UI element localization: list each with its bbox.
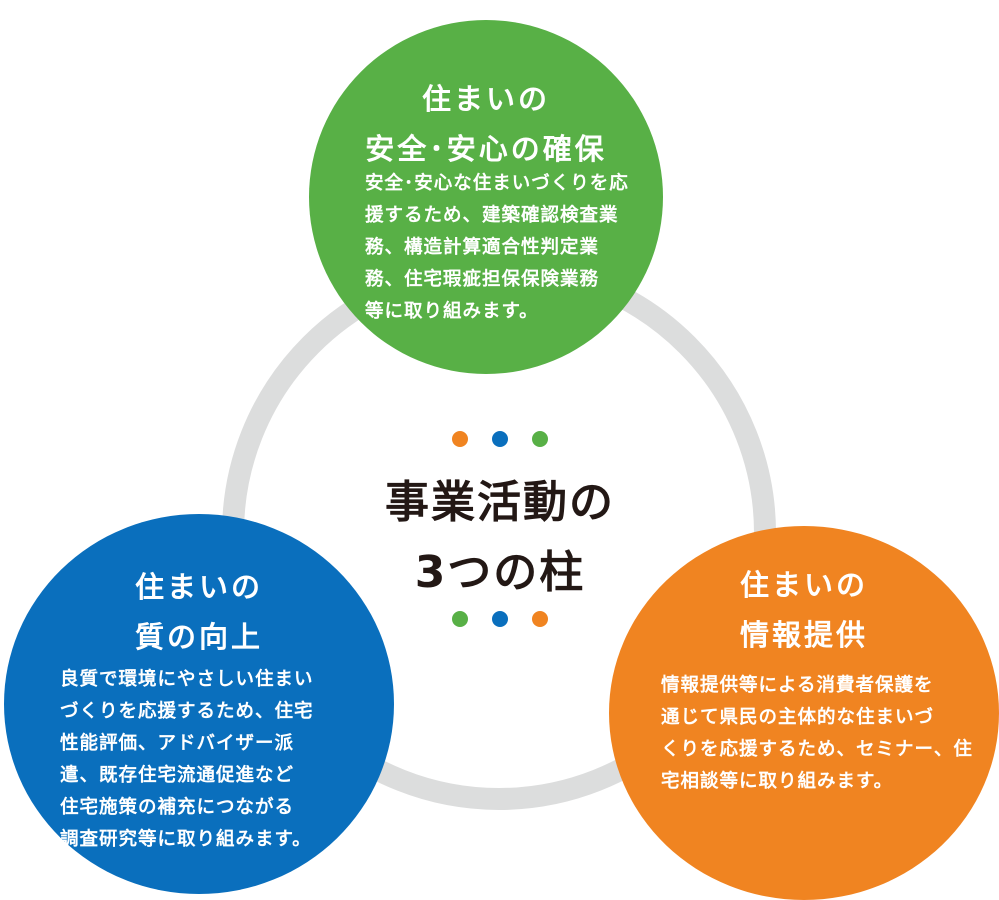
pillar-safety-line: 援するため、建築確認検査業 [365,205,619,226]
blue-dot [492,611,508,627]
pillar-information-line: くりを応援するため、セミナー、住 [661,739,973,760]
pillar-safety-description: 安全･安心な住まいづくりを応 援するため、建築確認検査業 務、構造計算適合性判定… [365,168,629,328]
pillar-information-title-line-1: 住まいの [739,568,868,602]
pillar-information-circle: 住まいの 情報提供 情報提供等による消費者保護を 通じて県民の主体的な住まいづ … [609,526,999,900]
pillar-safety-title-line-1: 住まいの [421,82,550,116]
pillar-quality-line: づくりを応援するため、住宅 [60,701,314,722]
pillar-quality-description: 良質で環境にやさしい住まい づくりを応援するため、住宅 性能評価、アドバイザー派… [60,664,314,856]
pillar-safety-title: 住まいの 安全･安心の確保 [309,74,663,174]
pillar-quality-line: 調査研究等に取り組みます。 [60,829,312,850]
center-title: 事業活動の 3つの柱 [300,468,700,608]
pillar-safety-line: 務、住宅瑕疵担保保険業務 [365,269,600,290]
blue-dot [492,431,508,447]
pillar-safety-title-line-2: 安全･安心の確保 [365,132,607,166]
pillar-safety-line: 安全･安心な住まいづくりを応 [365,173,629,194]
pillar-information-line: 情報提供等による消費者保護を [661,675,934,696]
orange-dot [532,611,548,627]
pillar-quality-line: 住宅施策の補充につながる [60,797,295,818]
pillar-quality-title-line-2: 質の向上 [134,620,263,654]
pillar-information-line: 宅相談等に取り組みます。 [661,771,894,792]
pillar-information-description: 情報提供等による消費者保護を 通じて県民の主体的な住まいづ くりを応援するため、… [661,670,973,798]
pillar-safety-line: 務、構造計算適合性判定業 [365,237,600,258]
pillar-information-title: 住まいの 情報提供 [609,560,999,660]
green-dot [532,431,548,447]
center-title-line-2: 3つの柱 [414,547,586,598]
pillar-information-title-line-2: 情報提供 [739,618,868,652]
pillar-safety-circle: 住まいの 安全･安心の確保 安全･安心な住まいづくりを応 援するため、建築確認検… [309,20,663,374]
pillar-quality-title-line-1: 住まいの [134,570,263,604]
pillar-quality-line: 良質で環境にやさしい住まい [60,669,314,690]
orange-dot [452,431,468,447]
pillar-quality-line: 遣、既存住宅流通促進など [60,765,295,786]
bottom-dots [440,611,560,627]
pillar-quality-circle: 住まいの 質の向上 良質で環境にやさしい住まい づくりを応援するため、住宅 性能… [4,514,394,894]
pillar-information-line: 通じて県民の主体的な住まいづ [661,707,935,728]
center-title-line-1: 事業活動の [385,477,615,528]
green-dot [452,611,468,627]
pillar-quality-title: 住まいの 質の向上 [4,562,394,662]
top-dots [440,431,560,447]
pillar-quality-line: 性能評価、アドバイザー派 [60,733,295,754]
pillar-safety-line: 等に取り組みます。 [365,301,539,322]
